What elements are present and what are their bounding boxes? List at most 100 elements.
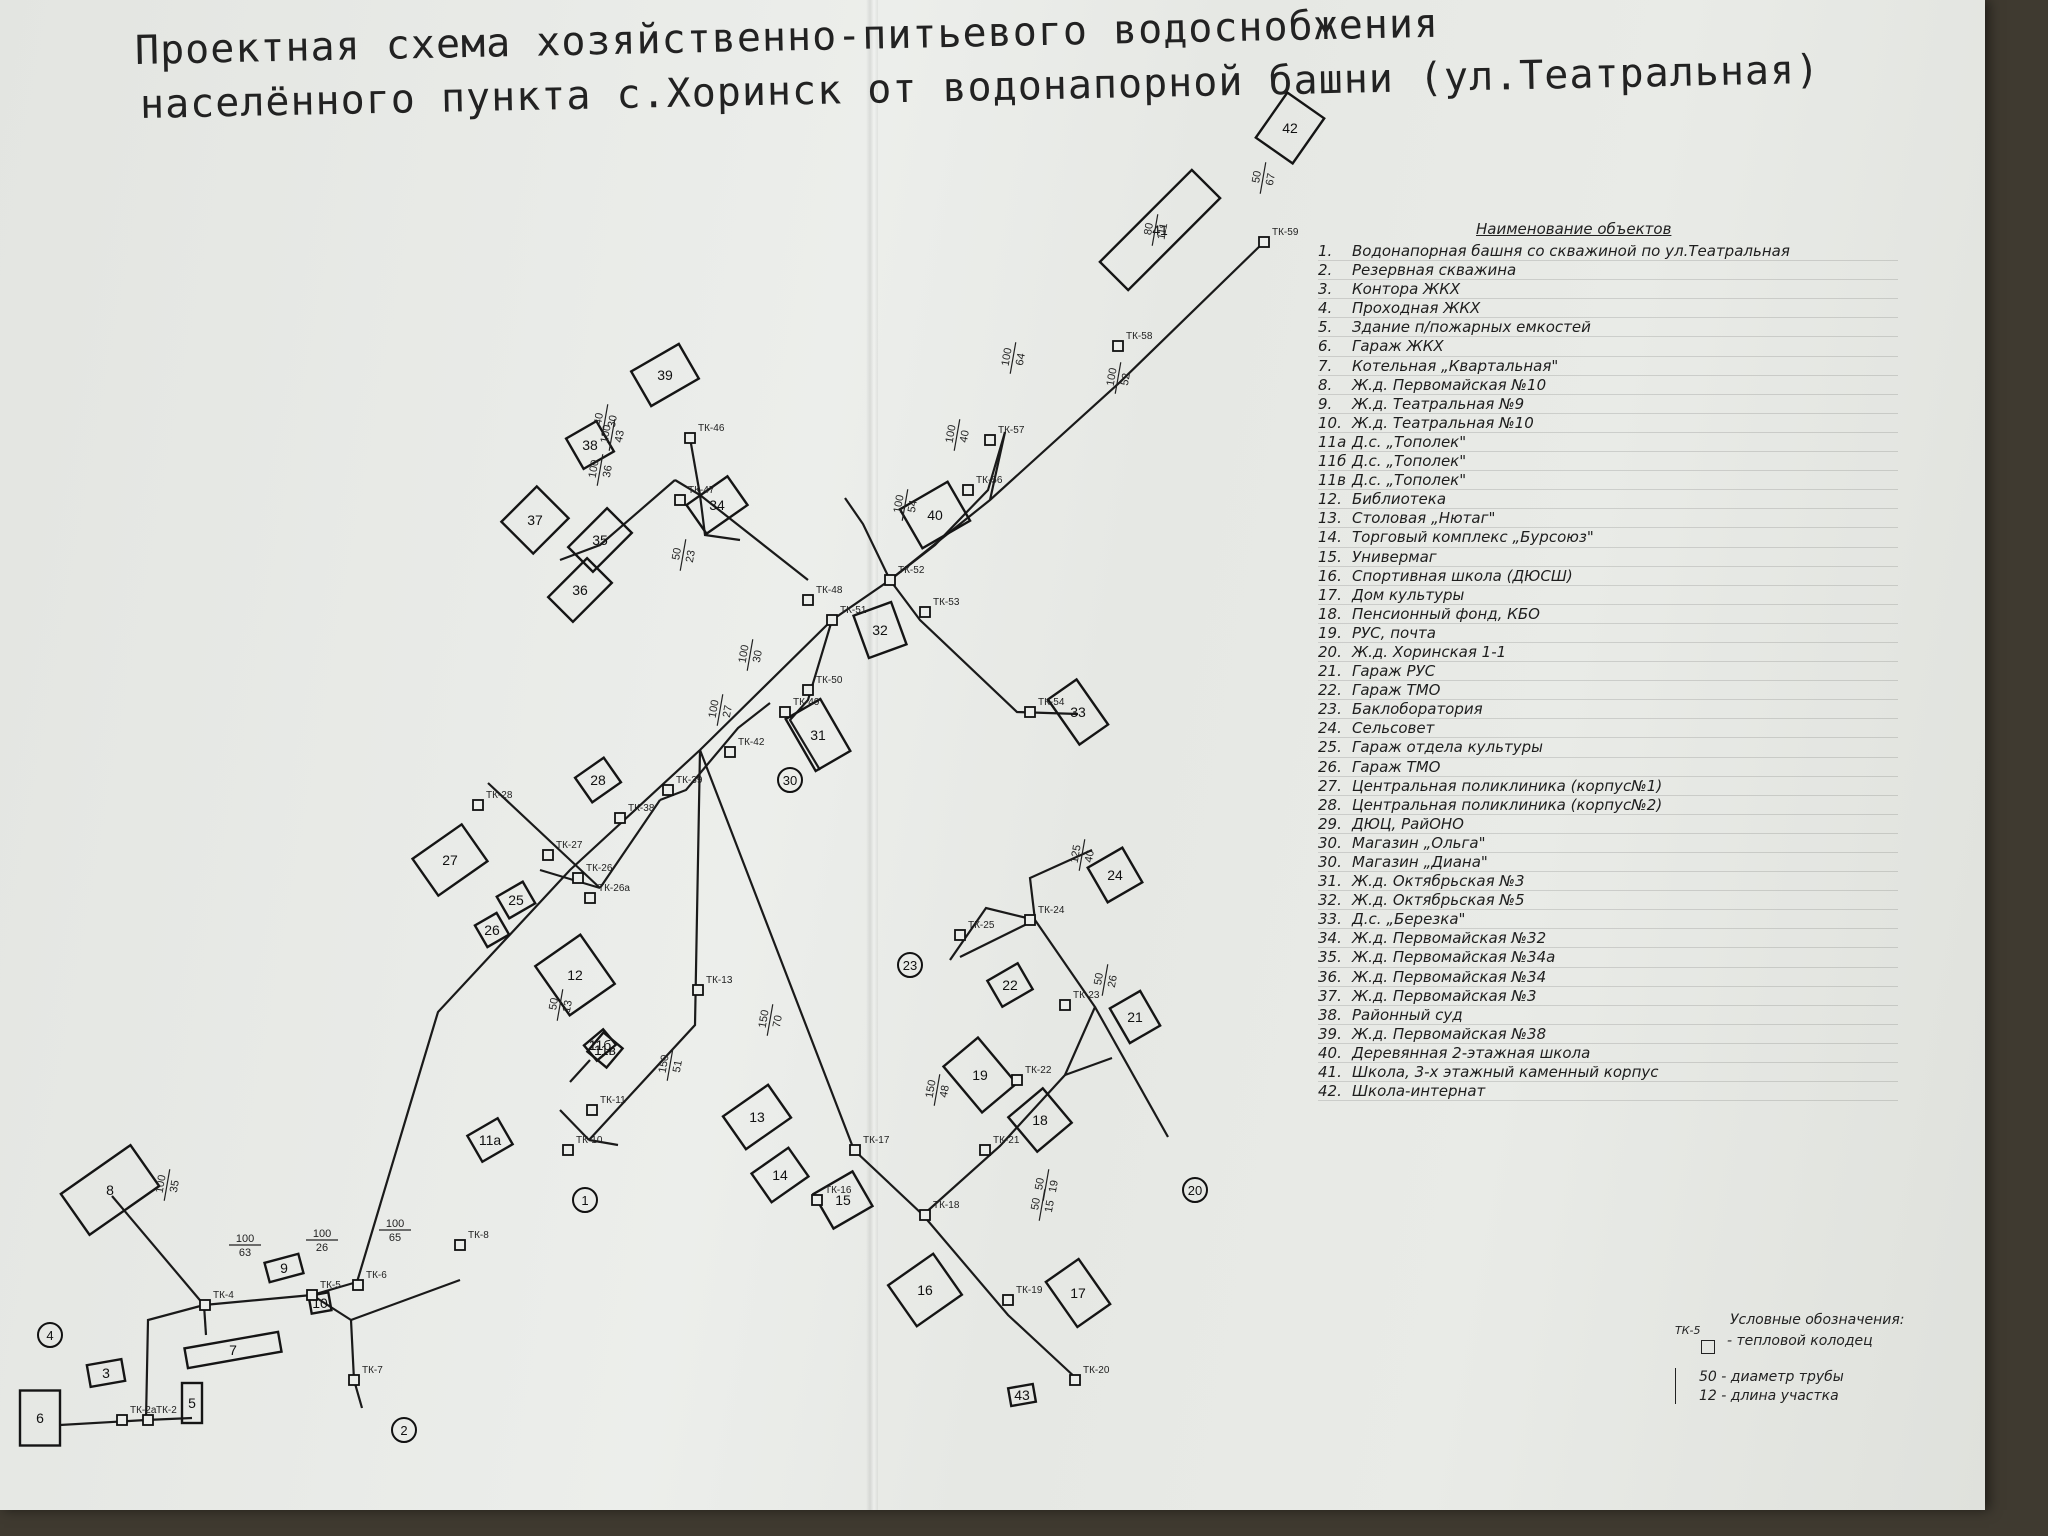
pipe-diameter: 100 [1105, 367, 1120, 387]
well-label: ТК-49 [793, 697, 820, 708]
pipe-label-divider [746, 639, 754, 671]
pipe-segment [922, 919, 1097, 1216]
pipe-length: 40 [958, 429, 972, 443]
legend-item: 26.Гараж ТМО [1318, 758, 1898, 777]
building-label: 32 [872, 622, 888, 638]
legend-item-text: Гараж ЖКХ [1352, 337, 1444, 356]
pipe-segment [889, 431, 1007, 581]
pipe-diameter: 150 [924, 1079, 939, 1099]
heat-well-icon [1002, 1294, 1014, 1306]
building-label: 11а [479, 1132, 502, 1148]
pipe-segment [1028, 848, 1093, 921]
heat-well-icon [562, 1144, 574, 1156]
heat-well-icon [779, 706, 791, 718]
legend-item-text: Ж.д. Первомайская №34 [1352, 967, 1547, 986]
well-label: ТК-5 [320, 1280, 341, 1291]
legend-item-text: Контора ЖКХ [1352, 280, 1461, 299]
building: 15 [811, 1169, 875, 1231]
well-label: ТК-6 [366, 1270, 387, 1281]
building-outline [1044, 1257, 1112, 1329]
symbols-well: - тепловой колодец [1727, 1333, 1873, 1349]
well-label: ТК-10 [576, 1135, 603, 1146]
building-outline [684, 474, 750, 536]
legend-item-text: Котельная „Квартальная" [1352, 356, 1559, 375]
building: 24 [1086, 846, 1144, 904]
building-outline [183, 1330, 283, 1370]
building: 19 [941, 1035, 1019, 1115]
heat-well-icon [542, 849, 554, 861]
legend-item-number: 30. [1318, 853, 1342, 871]
legend-item: 25.Гараж отдела культуры [1318, 738, 1898, 758]
well-label: ТК-51 [840, 605, 867, 616]
legend-item: 3.Контора ЖКХ [1318, 280, 1898, 300]
legend-item-number: 31. [1318, 872, 1342, 891]
building-outline [499, 484, 571, 556]
pipe-diameter: 50 [547, 997, 561, 1011]
building-label: 8 [106, 1182, 114, 1198]
legend-item-number: 2. [1318, 261, 1333, 280]
pipe-diameter: 100 [386, 1218, 404, 1230]
building-label: 27 [442, 852, 458, 868]
building: 38 [564, 419, 616, 471]
pipe-length: 64 [1014, 352, 1028, 366]
building: 11в [585, 1030, 625, 1070]
legend-item: 19.РУС, почта [1318, 624, 1898, 643]
legend-item-number: 41. [1318, 1063, 1342, 1082]
pipe-length: 30 [606, 414, 620, 428]
pipe-label-divider [1078, 839, 1086, 871]
legend-item-text: Ж.д. Первомайская №32 [1352, 929, 1547, 948]
heat-well-icon [984, 434, 996, 446]
paper-fold [866, 0, 878, 1510]
pipe-length: 13 [561, 999, 575, 1013]
building-label: 18 [1032, 1112, 1048, 1128]
building-outline [1086, 846, 1144, 904]
building-label: 14 [772, 1167, 788, 1183]
building: 39 [629, 342, 701, 408]
pipe-segment [349, 1319, 364, 1409]
legend-item-text: Деревянная 2-этажная школа [1352, 1043, 1591, 1062]
legend-item: 7.Котельная „Квартальная" [1318, 357, 1898, 376]
well-label: ТК-26 [586, 863, 613, 874]
pipe-length: 30 [751, 649, 765, 663]
well-label: ТК-23 [1073, 990, 1100, 1001]
building-outline [307, 1291, 333, 1315]
pipe-symbol-icon [1675, 1368, 1698, 1404]
pipe-diameter: 150 [757, 1009, 772, 1029]
well-label: ТК-11 [600, 1095, 626, 1106]
heat-well-icon [684, 432, 696, 444]
pipe-length: 43 [613, 429, 627, 443]
building-label: 43 [1014, 1387, 1030, 1403]
pipe-segment [688, 437, 702, 496]
legend-item-number: 23. [1318, 700, 1342, 719]
legend-item-text: Ж.д. Театральная №9 [1352, 394, 1525, 413]
legend-item-number: 17. [1318, 585, 1342, 604]
legend-item-number: 6. [1318, 337, 1333, 356]
heat-well-icon [352, 1279, 364, 1291]
pipe-diameter: 100 [1000, 347, 1015, 367]
source-label: 23 [903, 958, 917, 973]
legend-item: 17.Дом культуры [1318, 586, 1898, 605]
legend-item: 31.Ж.д. Октябрьская №3 [1318, 872, 1898, 892]
building: 36 [546, 556, 614, 624]
pipe-segment [988, 431, 1007, 501]
source-label: 2 [400, 1423, 407, 1438]
building-label: 42 [1282, 120, 1298, 136]
legend-item: 38.Районный суд [1318, 1006, 1898, 1025]
legend-item-number: 1. [1318, 242, 1333, 260]
legend-item-text: Д.с. „Березка" [1352, 910, 1466, 929]
building: 7 [183, 1330, 283, 1370]
legend-item: 8.Ж.д. Первомайская №10 [1318, 376, 1898, 395]
building: 32 [851, 600, 909, 660]
heat-well-icon [1024, 914, 1036, 926]
pipe-diameter: 50 [1033, 1177, 1047, 1191]
pipe-label-divider [1101, 964, 1109, 996]
pipe-diameter: 100 [313, 1228, 331, 1240]
legend-item: 30.Магазин „Ольга" [1318, 834, 1898, 853]
heat-well-icon [306, 1289, 318, 1301]
legend-item: 10.Ж.д. Театральная №10 [1318, 414, 1898, 433]
